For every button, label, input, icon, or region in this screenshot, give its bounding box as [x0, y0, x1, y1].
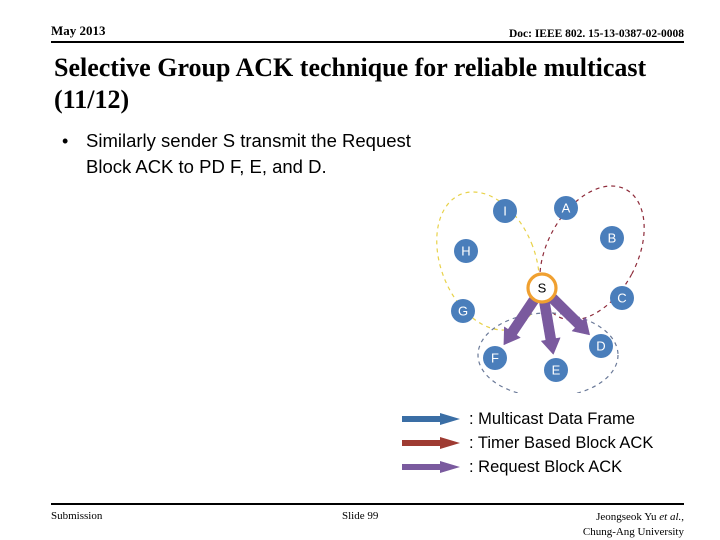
header-date: May 2013 — [51, 23, 106, 38]
sender-ring-icon — [526, 272, 558, 304]
footer-submission: Submission — [51, 510, 103, 522]
node-g[interactable]: G — [451, 299, 475, 323]
node-label: F — [491, 351, 499, 366]
node-b[interactable]: B — [600, 226, 624, 250]
footer-author-comma: , — [681, 511, 684, 523]
node-label: H — [461, 244, 470, 259]
node-h[interactable]: H — [454, 239, 478, 263]
list-item: • Similarly sender S transmit the Reques… — [62, 128, 422, 180]
legend-arrow-icon-timer-based-block-ack — [402, 437, 460, 449]
legend-label: : Multicast Data Frame — [469, 409, 635, 428]
node-circle-icon — [589, 334, 613, 358]
node-circle-icon — [554, 196, 578, 220]
legend-item: : Request Block ACK — [400, 456, 700, 478]
node-circle-icon — [610, 286, 634, 310]
footer-divider — [51, 503, 684, 505]
legend-item: : Timer Based Block ACK — [400, 432, 700, 454]
legend-label: : Request Block ACK — [469, 457, 623, 476]
node-label: I — [503, 204, 507, 219]
node-label: D — [596, 339, 605, 354]
node-a[interactable]: A — [554, 196, 578, 220]
node-label: B — [608, 231, 617, 246]
legend-label: : Timer Based Block ACK — [469, 433, 654, 452]
node-c[interactable]: C — [610, 286, 634, 310]
footer-affiliation: Chung-Ang University — [582, 525, 684, 538]
page-title: Selective Group ACK technique for reliab… — [54, 53, 647, 114]
node-e[interactable]: E — [544, 358, 568, 382]
diagram-legend: : Multicast Data Frame : Timer Based Blo… — [400, 408, 700, 480]
arrow-s-to-e — [539, 301, 561, 355]
group-left — [436, 191, 540, 331]
bullet-text: Similarly sender S transmit the Request … — [86, 130, 411, 177]
node-circle-icon — [600, 226, 624, 250]
node-label: S — [538, 281, 547, 296]
legend-item: : Multicast Data Frame — [400, 408, 700, 430]
node-label: A — [562, 201, 571, 216]
bullet-list: • Similarly sender S transmit the Reques… — [62, 128, 422, 180]
footer-author-etal: et al. — [659, 511, 682, 523]
footer-author-name: Jeongseok Yu — [596, 511, 660, 523]
arrow-s-to-f — [503, 297, 539, 345]
node-i[interactable]: I — [493, 199, 517, 223]
arrow-s-to-d — [548, 294, 590, 336]
node-circle-icon — [483, 346, 507, 370]
node-circle-icon — [493, 199, 517, 223]
node-circle-icon — [544, 358, 568, 382]
node-label: G — [458, 304, 468, 319]
bullet-marker-icon: • — [62, 131, 69, 151]
node-circle-icon — [451, 299, 475, 323]
network-diagram: I H G A B C F E D S — [420, 178, 700, 393]
node-label: E — [552, 363, 561, 378]
group-right — [539, 185, 645, 321]
footer-slide-number: Slide 99 — [342, 510, 379, 522]
header-doc-reference: Doc: IEEE 802. 15-13-0387-02-0008 — [508, 28, 684, 40]
node-circle-icon — [454, 239, 478, 263]
footer-author: Jeongseok Yu et al., Chung-Ang Universit… — [583, 510, 684, 540]
node-label: C — [617, 291, 626, 306]
footer-author-line1: Jeongseok Yu et al., — [583, 510, 684, 525]
node-s-sender[interactable]: S — [526, 272, 558, 304]
network-diagram-svg: I H G A B C F E D S — [436, 185, 645, 393]
legend-arrow-icon-multicast-data-frame — [402, 413, 460, 425]
header-divider — [51, 41, 684, 43]
node-f[interactable]: F — [483, 346, 507, 370]
node-d[interactable]: D — [589, 334, 613, 358]
legend-arrow-icon-request-block-ack — [402, 461, 460, 473]
